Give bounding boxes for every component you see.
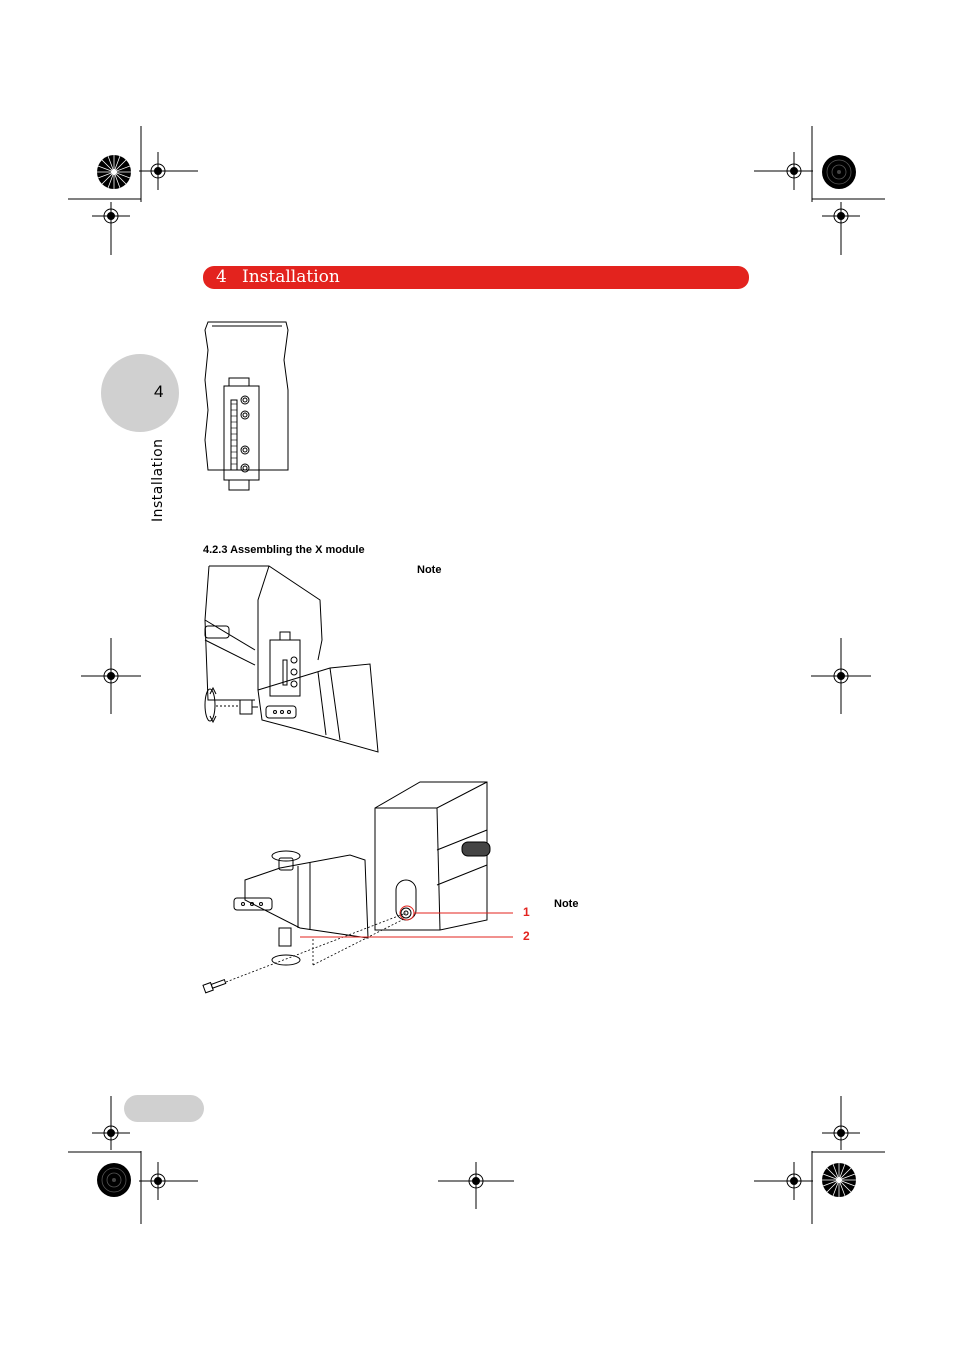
callout-1: 1 xyxy=(523,905,530,919)
section-heading: 4.2.3 Assembling the X module xyxy=(203,544,365,556)
callout-2: 2 xyxy=(523,929,530,943)
chapter-title: Installation xyxy=(242,267,340,287)
chapter-header: 4 Installation xyxy=(203,266,749,289)
page-number-tab xyxy=(124,1095,204,1122)
note-label: Note xyxy=(417,564,442,576)
chapter-number: 4 xyxy=(216,267,227,287)
side-tab-disc: 4 xyxy=(101,354,179,432)
side-tab-number: 4 xyxy=(154,382,164,401)
note-label-2: Note xyxy=(554,898,579,910)
